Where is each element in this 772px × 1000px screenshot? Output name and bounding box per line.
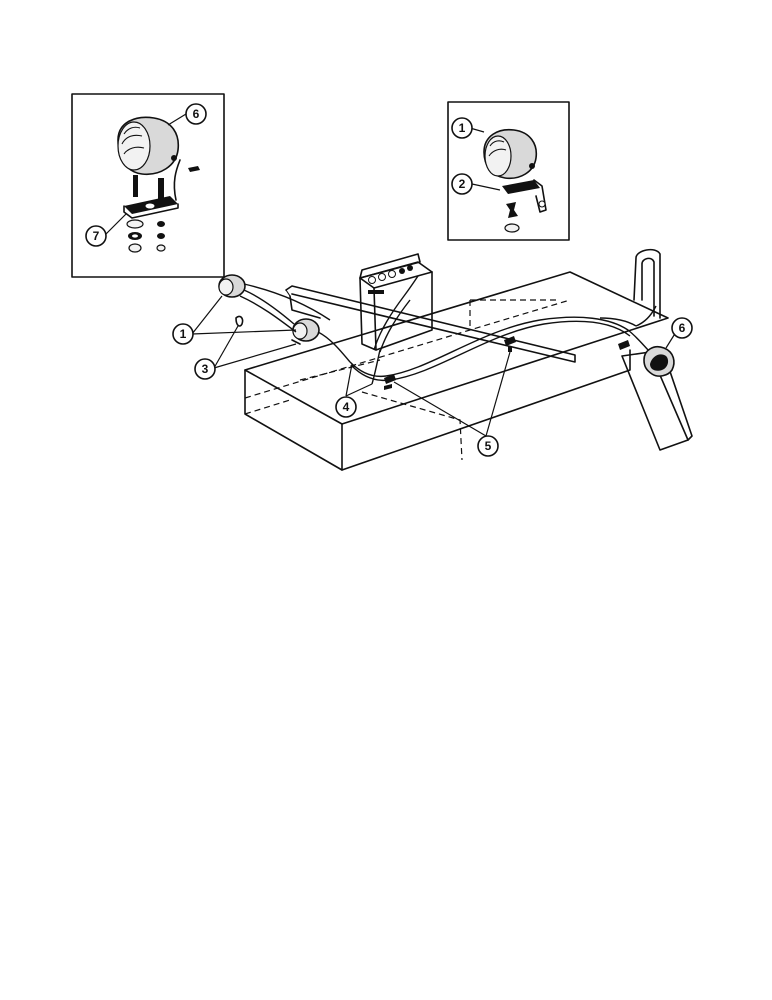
callout-6-inset-left: 6 <box>185 103 207 125</box>
callout-6-main: 6 <box>671 317 693 339</box>
platform-box <box>244 271 669 471</box>
callout-1-inset-right: 1 <box>451 117 473 139</box>
instrument-panel <box>359 253 433 351</box>
main-assembly: 1 3 4 5 6 <box>172 248 693 471</box>
fastener-left <box>384 374 396 390</box>
wiring-harness <box>349 275 657 385</box>
fastener-rear <box>618 340 630 350</box>
callout-3-main: 3 <box>194 358 216 380</box>
callout-4-main: 4 <box>335 396 357 418</box>
svg-text:4: 4 <box>343 400 350 414</box>
rear-lamp <box>643 345 675 377</box>
callout-1-main: 1 <box>172 323 194 345</box>
svg-text:2: 2 <box>459 177 466 191</box>
svg-text:5: 5 <box>485 439 492 453</box>
svg-text:7: 7 <box>93 229 100 243</box>
inset-right-frame <box>447 101 570 241</box>
frame-rail <box>285 285 576 363</box>
inset-left-frame <box>71 93 225 278</box>
svg-text:1: 1 <box>459 121 466 135</box>
inset-left-lamp <box>117 116 180 175</box>
callout-5-main: 5 <box>477 435 499 457</box>
inset-right: 1 2 <box>447 101 570 241</box>
svg-text:6: 6 <box>193 107 200 121</box>
svg-text:1: 1 <box>180 327 187 341</box>
inset-left: 6 7 <box>71 93 225 278</box>
callout-2-inset-right: 2 <box>451 173 473 195</box>
inset-right-bracket <box>502 179 547 233</box>
front-lamp-lower <box>292 318 320 342</box>
callout-7-inset-left: 7 <box>85 225 107 247</box>
inset-right-lamp <box>483 128 538 180</box>
svg-text:3: 3 <box>202 362 209 376</box>
inset-left-bracket <box>123 159 200 253</box>
front-lamp-upper <box>218 274 246 298</box>
svg-text:6: 6 <box>679 321 686 335</box>
fastener-center <box>504 336 516 352</box>
